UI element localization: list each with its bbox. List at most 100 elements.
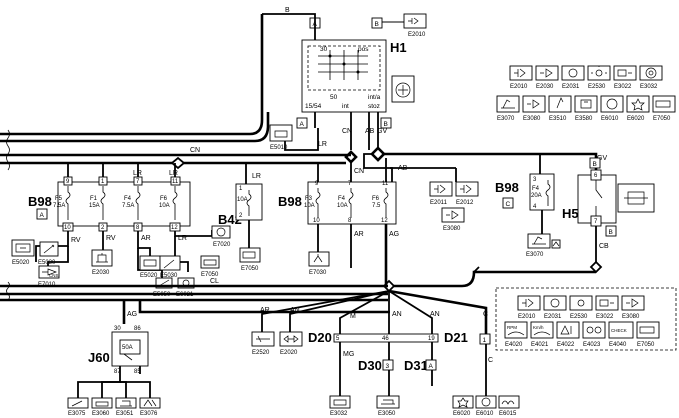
d21-label: D21 bbox=[444, 330, 468, 345]
b98m-f3-bot: 10 bbox=[313, 218, 320, 224]
h1-label: H1 bbox=[390, 40, 407, 55]
b98l-f6-id: F6 bbox=[160, 196, 168, 202]
rpm-label: RPM bbox=[507, 325, 517, 330]
code-rm-e7050: E7050 bbox=[637, 342, 655, 348]
b98r-fuse-id: F4 bbox=[532, 186, 540, 192]
b98-mid-fuse-box: B98 CN 9 7 11 F3 10A F4 10A F6 7.5 10 8 … bbox=[278, 158, 397, 225]
b98l-f5-id: F5 bbox=[55, 196, 63, 202]
wire-lr-b98l: LR bbox=[133, 170, 142, 177]
code-e6015: E6015 bbox=[499, 411, 517, 417]
code-e3050-b: E3050 bbox=[378, 411, 396, 417]
code-tr-e3070: E3070 bbox=[497, 116, 515, 122]
b98l-f5-rating: 7.5A bbox=[53, 203, 65, 209]
wire-cn-b98m: CN bbox=[354, 168, 364, 175]
code-e3080-m: E3080 bbox=[443, 226, 461, 232]
b98-mid-label: B98 bbox=[278, 194, 302, 209]
wire-cb: CB bbox=[599, 243, 609, 250]
code-rm-e4022: E4022 bbox=[557, 342, 575, 348]
d20-pin-right: 19 bbox=[428, 336, 435, 342]
h1-pin-stoz: stoz bbox=[368, 103, 380, 110]
b98l-f1-id: F1 bbox=[90, 196, 98, 202]
top-right-icons: E2010 E2030 E2031 E2530 E3022 E3032 E307… bbox=[496, 65, 676, 122]
b98-left-fuse-box: B98 A 9 1 7 11 F5 7.5A F1 15A F4 7.5A F6… bbox=[28, 163, 191, 232]
b98l-f6-top: 11 bbox=[172, 179, 179, 185]
wire-cl: CL bbox=[210, 278, 219, 285]
d30-pin: 3 bbox=[386, 363, 390, 370]
h1-pin-inta: int/a bbox=[368, 94, 381, 101]
b98m-f4-rating: 10A bbox=[337, 203, 348, 209]
wire-cn-bus: CN bbox=[190, 147, 200, 154]
j60-pin-87: 87 bbox=[114, 369, 121, 375]
h1-callout-b: B bbox=[375, 21, 379, 28]
b98l-f4-top: 7 bbox=[136, 179, 140, 185]
code-e3070-b98r: E3070 bbox=[526, 252, 544, 258]
wire-lr-h1: LR bbox=[318, 141, 327, 148]
b98m-f4-id: F4 bbox=[338, 196, 346, 202]
d20-connector: D20 5 46 19 bbox=[308, 330, 439, 345]
code-e6020-b: E6020 bbox=[453, 411, 471, 417]
wire-lr-b98l-out: LR bbox=[178, 235, 187, 242]
code-rm-e4021: E4021 bbox=[531, 342, 549, 348]
h1-callout-b2: B bbox=[384, 121, 388, 128]
cns-label: CNS bbox=[49, 273, 59, 278]
b98l-f6-rating: 10A bbox=[159, 203, 170, 209]
code-e2520: E2520 bbox=[252, 350, 270, 356]
b98r-pin-top: 3 bbox=[533, 177, 537, 183]
h1-pin-1554: 15/54 bbox=[305, 103, 322, 110]
code-e3060: E3060 bbox=[92, 411, 110, 417]
d20-label: D20 bbox=[308, 330, 332, 345]
b98m-f4-top: 7 bbox=[348, 181, 352, 187]
wire-mg: MG bbox=[343, 351, 354, 358]
h5-label: H5 bbox=[562, 206, 579, 221]
b42-rating: 10A bbox=[237, 197, 248, 203]
b98l-f4-rating: 7.5A bbox=[122, 203, 134, 209]
wire-c-d21: C bbox=[483, 311, 488, 318]
d30-label: D30 bbox=[358, 358, 382, 373]
j60-label: J60 bbox=[88, 350, 110, 365]
b98m-f6-top: 11 bbox=[382, 181, 389, 187]
wire-ag-j60: AG bbox=[127, 311, 137, 318]
wire-b-label: B bbox=[285, 7, 290, 14]
wire-ag-b98m: AG bbox=[389, 231, 399, 238]
d20-pin-mid: 46 bbox=[382, 336, 389, 342]
code-e5020-a: E5020 bbox=[12, 260, 30, 266]
b98-right-fuse: B98 C 3 F4 20A 4 E3070 bbox=[495, 154, 561, 258]
b98m-f4-bot: 8 bbox=[348, 218, 352, 224]
code-tr-e3032: E3032 bbox=[640, 84, 658, 90]
h5-callout-bot: B bbox=[609, 229, 613, 236]
code-e2012: E2012 bbox=[456, 200, 474, 206]
b98m-f6-bot: 12 bbox=[381, 218, 388, 224]
wire-rv-1: RV bbox=[71, 237, 81, 244]
code-tr-e3022: E3022 bbox=[614, 84, 632, 90]
j60-pin-86: 86 bbox=[134, 326, 141, 332]
b98l-f4-bot: 8 bbox=[136, 225, 140, 231]
code-rm-e2530: E2530 bbox=[570, 314, 588, 320]
code-rm-e4040: E4040 bbox=[609, 342, 627, 348]
b98l-f1-top: 1 bbox=[101, 179, 105, 185]
wire-cn-h1: CN bbox=[342, 128, 352, 135]
b42-fuse: B42 1 10A 2 LR E7050 bbox=[218, 163, 263, 272]
d31-callout: A bbox=[429, 363, 434, 370]
code-rm-e3022: E3022 bbox=[596, 314, 614, 320]
code-e7050-l: E7050 bbox=[201, 272, 219, 278]
code-e3075: E3075 bbox=[68, 411, 86, 417]
wire-ar-b98m: AR bbox=[354, 231, 364, 238]
wire-an-d20-mid: AN bbox=[392, 311, 402, 318]
code-e5030-a: E5030 bbox=[38, 260, 56, 266]
b98-mid-right-icons: E2011 E2012 E3080 bbox=[429, 181, 479, 232]
code-e7030: E7030 bbox=[309, 270, 327, 276]
b98-left-callout: A bbox=[40, 212, 45, 219]
wire-rv-2: RV bbox=[106, 235, 116, 242]
b98l-f4-id: F4 bbox=[124, 196, 132, 202]
b42-pin-bot: 2 bbox=[239, 213, 243, 219]
b98m-f6-id: F6 bbox=[372, 196, 380, 202]
b42-wire-lr: LR bbox=[252, 173, 261, 180]
h5-switch: 6 7 H5 B B bbox=[562, 157, 655, 237]
wire-m-d20: M bbox=[350, 313, 356, 320]
b98r-pin-bot: 4 bbox=[533, 204, 537, 210]
d20-pin-left: 5 bbox=[336, 336, 340, 342]
b98m-f3-id: F3 bbox=[305, 196, 313, 202]
h5-pin-top: 6 bbox=[594, 173, 598, 179]
wire-lr-b98l2: LR bbox=[169, 170, 178, 177]
